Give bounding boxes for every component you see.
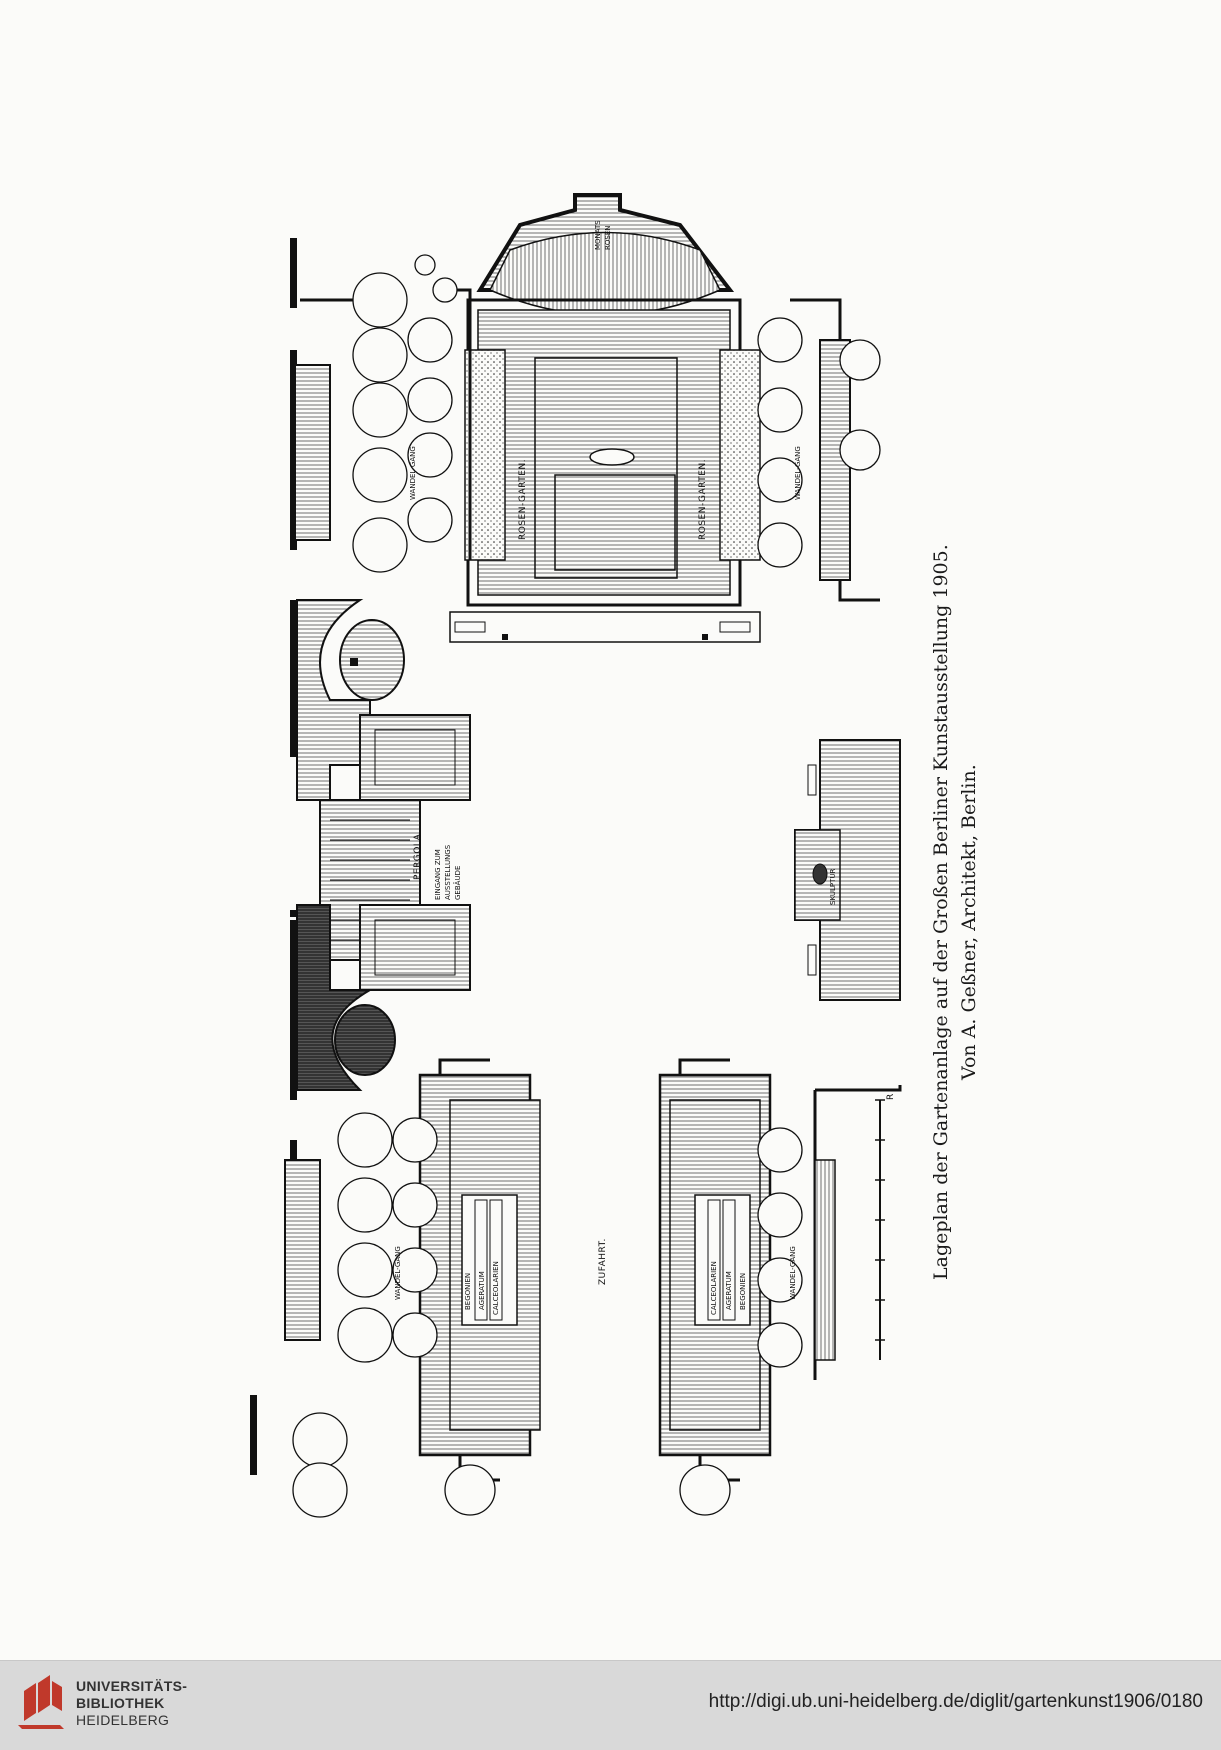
label-ageratum-a: AGERATUM xyxy=(478,1271,486,1310)
label-scale-letter: R xyxy=(886,1093,896,1100)
label-zufahrt: ZUFAHRT. xyxy=(598,1238,608,1285)
caption-title: Lageplan der Gartenanlage auf der Großen… xyxy=(930,544,952,1280)
label-wandelgang-b: WANDEL-GANG xyxy=(794,446,802,500)
wandelgang-bottom xyxy=(284,1085,902,1380)
logo-text-line3: HEIDELBERG xyxy=(76,1712,170,1728)
flower-block-right xyxy=(658,1058,772,1482)
label-eingang-3: GEBÄUDE xyxy=(453,866,462,900)
label-pergola: PERGOLA xyxy=(413,833,423,880)
entrance-pergola xyxy=(296,599,471,1091)
label-calceolarien-b: CALCEOLARIEN xyxy=(710,1261,718,1315)
scanned-page: MONATS ROSEN ROSEN-GARTEN. ROSEN-GARTEN.… xyxy=(250,193,1000,1518)
label-wandelgang-d: WANDEL-GANG xyxy=(789,1246,797,1300)
label-begonien-a: BEGONIEN xyxy=(464,1273,472,1310)
caption-author: Von A. Geßner, Architekt, Berlin. xyxy=(958,764,980,1080)
label-begonien-b: BEGONIEN xyxy=(739,1273,747,1310)
label-rosengarten-top: ROSEN-GARTEN. xyxy=(518,459,528,540)
garden-site-plan: MONATS ROSEN ROSEN-GARTEN. ROSEN-GARTEN.… xyxy=(250,193,902,1518)
flower-block-left xyxy=(418,1058,541,1482)
library-logo-icon xyxy=(18,1675,64,1729)
plan-labels: MONATS ROSEN ROSEN-GARTEN. ROSEN-GARTEN.… xyxy=(394,220,896,1315)
label-eingang-2: AUSSTELLUNGS xyxy=(444,844,452,900)
logo-text-line2: BIBLIOTHEK xyxy=(76,1695,165,1711)
plan-caption: Lageplan der Gartenanlage auf der Großen… xyxy=(930,540,1000,1280)
label-eingang-1: EINGANG ZUM xyxy=(434,849,442,900)
label-rosengarten-bottom: ROSEN-GARTEN. xyxy=(698,459,708,540)
source-url-link[interactable]: http://digi.ub.uni-heidelberg.de/diglit/… xyxy=(708,1691,1203,1712)
tree-row-top xyxy=(352,254,881,573)
label-ageratum-b: AGERATUM xyxy=(725,1271,733,1310)
label-calceolarien-a: CALCEOLARIEN xyxy=(492,1261,500,1315)
rose-garden-block xyxy=(449,193,761,643)
logo-text-line1: UNIVERSITÄTS- xyxy=(76,1678,188,1694)
label-monatsrosen-1: MONATS xyxy=(594,220,602,250)
scale-bar xyxy=(875,1099,885,1360)
label-wandelgang-c: WANDEL-GANG xyxy=(394,1246,402,1300)
label-wandelgang-a: WANDEL-GANG xyxy=(409,446,417,500)
sculpture-court xyxy=(794,739,901,1001)
tree-row-bottom xyxy=(292,1112,803,1518)
label-skulptur: SKULPTUR xyxy=(829,869,837,905)
library-footer: UNIVERSITÄTS- BIBLIOTHEK HEIDELBERG http… xyxy=(0,1660,1221,1750)
label-monatsrosen-2: ROSEN xyxy=(604,226,612,250)
